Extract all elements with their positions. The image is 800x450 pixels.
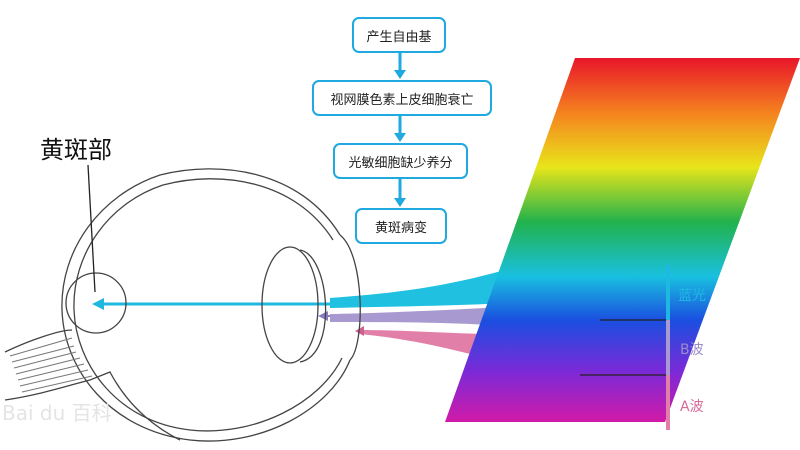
band-label-a: A波: [680, 399, 704, 415]
flow-step-free-radicals: 产生自由基: [352, 17, 446, 53]
light-spectrum: [445, 58, 800, 422]
flow-step-photoreceptor-starve: 光敏细胞缺少养分: [333, 143, 468, 179]
macula-label: 黄斑部: [40, 136, 112, 164]
flow-step-macular-degeneration: 黄斑病变: [355, 208, 447, 244]
watermark: Bai du 百科: [2, 401, 112, 425]
light-arrows: [92, 298, 368, 336]
eye-illustration: [4, 164, 361, 442]
flow-step-rpe-death: 视网膜色素上皮细胞衰亡: [312, 80, 492, 116]
flow-arrows: [394, 52, 406, 207]
band-label-b: B波: [680, 342, 704, 358]
band-bracket: [580, 265, 670, 430]
band-label-blue: 蓝光: [678, 288, 706, 304]
